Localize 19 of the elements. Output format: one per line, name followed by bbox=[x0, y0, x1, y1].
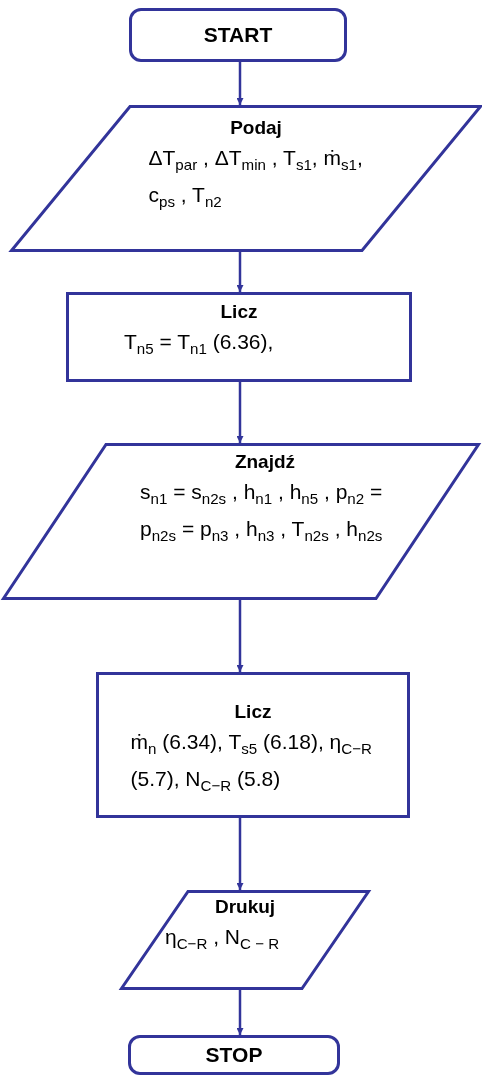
node-heading: Znajdź bbox=[234, 451, 296, 474]
input-output-parallelogram bbox=[2, 443, 480, 600]
node-heading: Licz bbox=[220, 301, 258, 324]
node-heading: STOP bbox=[205, 1042, 263, 1068]
input-output-parallelogram bbox=[10, 105, 482, 252]
node-text: ṁ$_{n}$ (6.34), T$_{s5}$ (6.18), η$_{C−R}$ (5.7), N$_{C−R}$ (5.8) bbox=[130, 728, 373, 796]
terminal-box bbox=[129, 8, 347, 62]
node-heading: Licz bbox=[234, 701, 272, 724]
node-heading: Drukuj bbox=[214, 896, 276, 919]
process-box bbox=[66, 292, 412, 382]
process-box bbox=[96, 672, 410, 818]
node-text: T$_{n5}$ = T$_{n1}$ (6.36), bbox=[124, 328, 275, 359]
node-heading: Podaj bbox=[230, 117, 282, 140]
node-text: s$_{n1}$ = s$_{n2s}$ , h$_{n1}$ , h$_{n5}$ , p$_{n2}$ = p$_{n2s}$ = p$_{n3}$ , h$_{n3}$ , T$_{n2s}$ , h$_{n2s}$ bbox=[140, 478, 384, 546]
node-text: ΔT$_{par}$ , ΔT$_{min}$ , T$_{s1}$, ṁ$_{s1}$, c$_{ps}$ , T$_{n2}$ bbox=[148, 144, 364, 212]
node-text: η$_{C−R}$ , N$_{C − R}$ bbox=[165, 923, 281, 954]
terminal-box bbox=[128, 1035, 340, 1075]
node-heading: START bbox=[203, 22, 273, 48]
input-output-parallelogram bbox=[120, 890, 370, 990]
